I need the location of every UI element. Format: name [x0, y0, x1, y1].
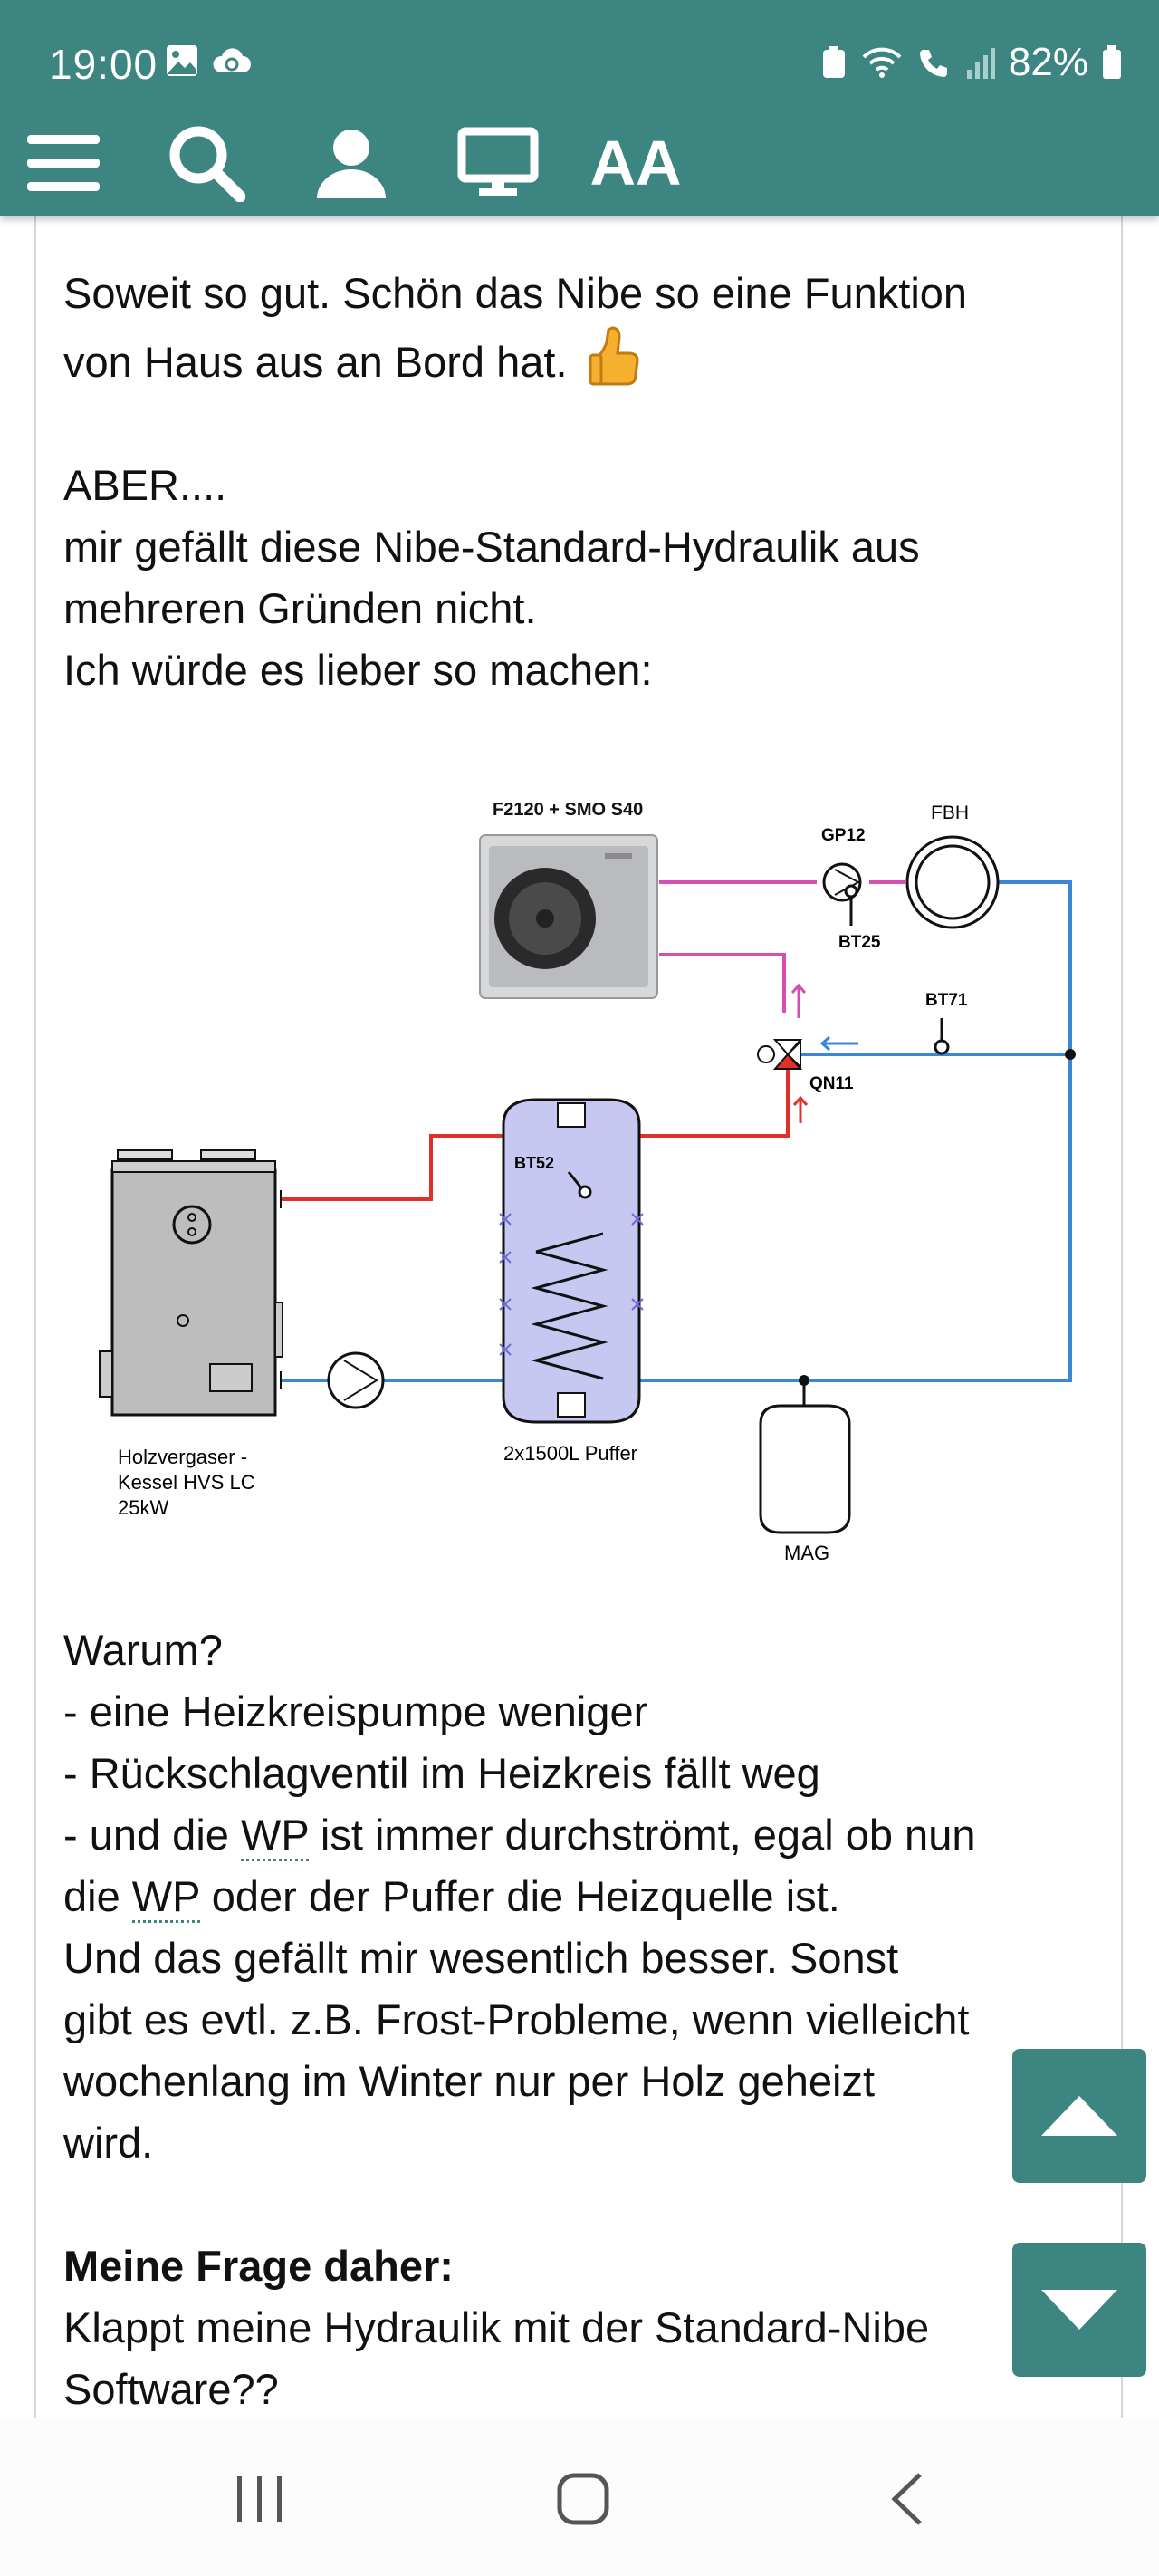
post-body: Soweit so gut. Schön das Nibe so eine Fu…: [63, 263, 1105, 2420]
post-line: Klappt meine Hydraulik mit der Standard-…: [63, 2303, 930, 2351]
label-gp12: GP12: [821, 826, 866, 845]
thumbs-up-icon: [589, 326, 639, 386]
abbr-wp-link[interactable]: WP: [131, 1872, 200, 1923]
post-line-heading: Meine Frage daher:: [63, 2242, 454, 2290]
wifi-call-icon: [919, 50, 947, 77]
battery-level: 82%: [1008, 40, 1088, 84]
post-line: Und das gefällt mir wesentlich besser. S…: [63, 1934, 899, 1982]
wifi-icon: [862, 47, 902, 78]
label-bt25: BT25: [838, 933, 881, 952]
text-size-icon: AA: [589, 127, 681, 199]
signal-icon: [966, 48, 995, 79]
profile-button[interactable]: [306, 118, 397, 208]
expansion-vessel-mag: [759, 1404, 851, 1534]
post-line: mir gefällt diese Nibe-Standard-Hydrauli…: [63, 523, 920, 571]
search-icon: [169, 126, 245, 202]
label-boiler-1: Holzvergaser -: [118, 1446, 247, 1468]
arrow-up-icon: [1041, 2096, 1117, 2136]
system-status: 82%: [820, 40, 1123, 85]
post-line: von Haus aus an Bord hat.: [63, 324, 1105, 393]
abbr-wp-link[interactable]: WP: [240, 1811, 309, 1861]
desktop-icon: [457, 127, 539, 196]
home-button[interactable]: [547, 2467, 619, 2531]
scroll-down-button[interactable]: [1012, 2243, 1146, 2377]
status-bar: 19:00 82%: [0, 0, 1159, 127]
menu-button[interactable]: [18, 118, 109, 208]
pipe-fbh-return: [797, 880, 1072, 1056]
junction-dot: [799, 1375, 809, 1386]
gallery-icon: [167, 45, 197, 76]
pipe-main-return: [639, 1054, 1072, 1382]
menu-icon: [27, 135, 100, 191]
label-puffer: 2x1500L Puffer: [503, 1442, 637, 1465]
valve-qn11: [757, 1039, 803, 1070]
floor-heating-fbh: [905, 835, 1000, 929]
label-mag: MAG: [784, 1542, 829, 1564]
recent-apps-button[interactable]: [223, 2467, 295, 2531]
pipe-boiler-supply: [281, 1134, 503, 1201]
post-line-text: von Haus aus an Bord hat.: [63, 338, 568, 386]
pump-boiler: [327, 1351, 385, 1409]
sensor-bt25: [844, 884, 858, 926]
flow-arrows: [790, 983, 858, 1123]
profile-icon: [317, 130, 386, 198]
post-line: - und die WP ist immer durchströmt, egal…: [63, 1804, 1105, 1866]
home-icon: [557, 2473, 609, 2525]
label-boiler-2: Kessel HVS LC: [118, 1471, 255, 1494]
arrow-down-icon: [1041, 2290, 1117, 2330]
heat-pump-unit: [479, 834, 658, 999]
post-line-text: oder der Puffer die Heizquelle ist.: [199, 1872, 840, 1920]
desktop-view-button[interactable]: [453, 118, 543, 208]
post-line: ABER....: [63, 461, 227, 509]
post-line: - eine Heizkreispumpe weniger: [63, 1687, 648, 1735]
post-line: - Rückschlagventil im Heizkreis fällt we…: [63, 1749, 820, 1797]
status-time: 19:00: [49, 41, 158, 88]
text-size-button[interactable]: AA: [589, 118, 681, 208]
system-navigation-bar: [0, 2418, 1159, 2576]
post-line-text: ist immer durchströmt, egal ob nun: [308, 1811, 976, 1859]
post-line-text: die: [63, 1872, 132, 1920]
back-button[interactable]: [871, 2467, 943, 2531]
buffer-tank: [499, 1098, 644, 1424]
pipe-wp-return: [659, 953, 786, 1013]
post-line: gibt es evtl. z.B. Frost-Probleme, wenn …: [63, 1995, 970, 2043]
label-fbh: FBH: [931, 803, 969, 823]
recent-apps-icon: [237, 2476, 282, 2522]
label-bt52: BT52: [514, 1154, 554, 1172]
forum-toolbar: AA: [0, 109, 1159, 216]
label-boiler-3: 25kW: [118, 1496, 168, 1519]
sensor-bt71: [934, 1018, 950, 1055]
back-icon: [891, 2473, 922, 2525]
battery-icon: [1103, 45, 1121, 79]
post-line: wird.: [63, 2119, 154, 2167]
post-line: die WP oder der Puffer die Heizquelle is…: [63, 1866, 1105, 1927]
cloud-sync-icon: [213, 48, 251, 72]
label-qn11: QN11: [809, 1074, 854, 1093]
label-hp: F2120 + SMO S40: [493, 800, 643, 820]
wood-boiler: [99, 1149, 283, 1417]
post-line: mehreren Gründen nicht.: [63, 584, 537, 632]
label-bt71: BT71: [925, 991, 968, 1010]
hydraulic-diagram: F2120 + SMO S40 GP12 BT25 FBH BT71 QN11: [99, 800, 1076, 1564]
post-line: Warum?: [63, 1626, 223, 1674]
app-header: 19:00 82% AA: [0, 0, 1159, 216]
junction-dot: [1065, 1049, 1076, 1060]
notification-icons: [165, 43, 252, 78]
pipe-puffer-supply: [639, 1051, 790, 1138]
post-line: Soweit so gut. Schön das Nibe so eine Fu…: [63, 269, 968, 317]
scroll-up-button[interactable]: [1012, 2049, 1146, 2183]
post-line-text: - und die: [63, 1811, 241, 1859]
post-line: Software??: [63, 2365, 279, 2413]
post-line: wochenlang im Winter nur per Holz geheiz…: [63, 2057, 876, 2105]
battery-saver-icon: [822, 46, 845, 78]
post-line: Ich würde es lieber so machen:: [63, 646, 653, 694]
text-size-label: AA: [589, 128, 682, 198]
search-button[interactable]: [161, 118, 252, 208]
